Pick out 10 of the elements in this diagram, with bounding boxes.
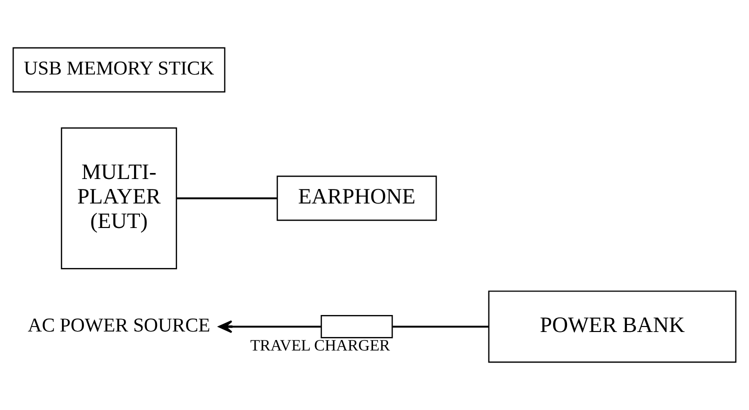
node-box: MULTI- PLAYER (EUT) [60,127,178,270]
node-box: USB MEMORY STICK [12,47,226,93]
node-box [320,315,393,338]
node-label: TRAVEL CHARGER [250,337,390,354]
node-text: AC POWER SOURCE [28,315,210,336]
arrow [218,320,321,334]
connector [392,326,489,328]
connector [176,197,277,200]
node-box: POWER BANK [488,290,736,363]
node-box: EARPHONE [276,176,437,221]
